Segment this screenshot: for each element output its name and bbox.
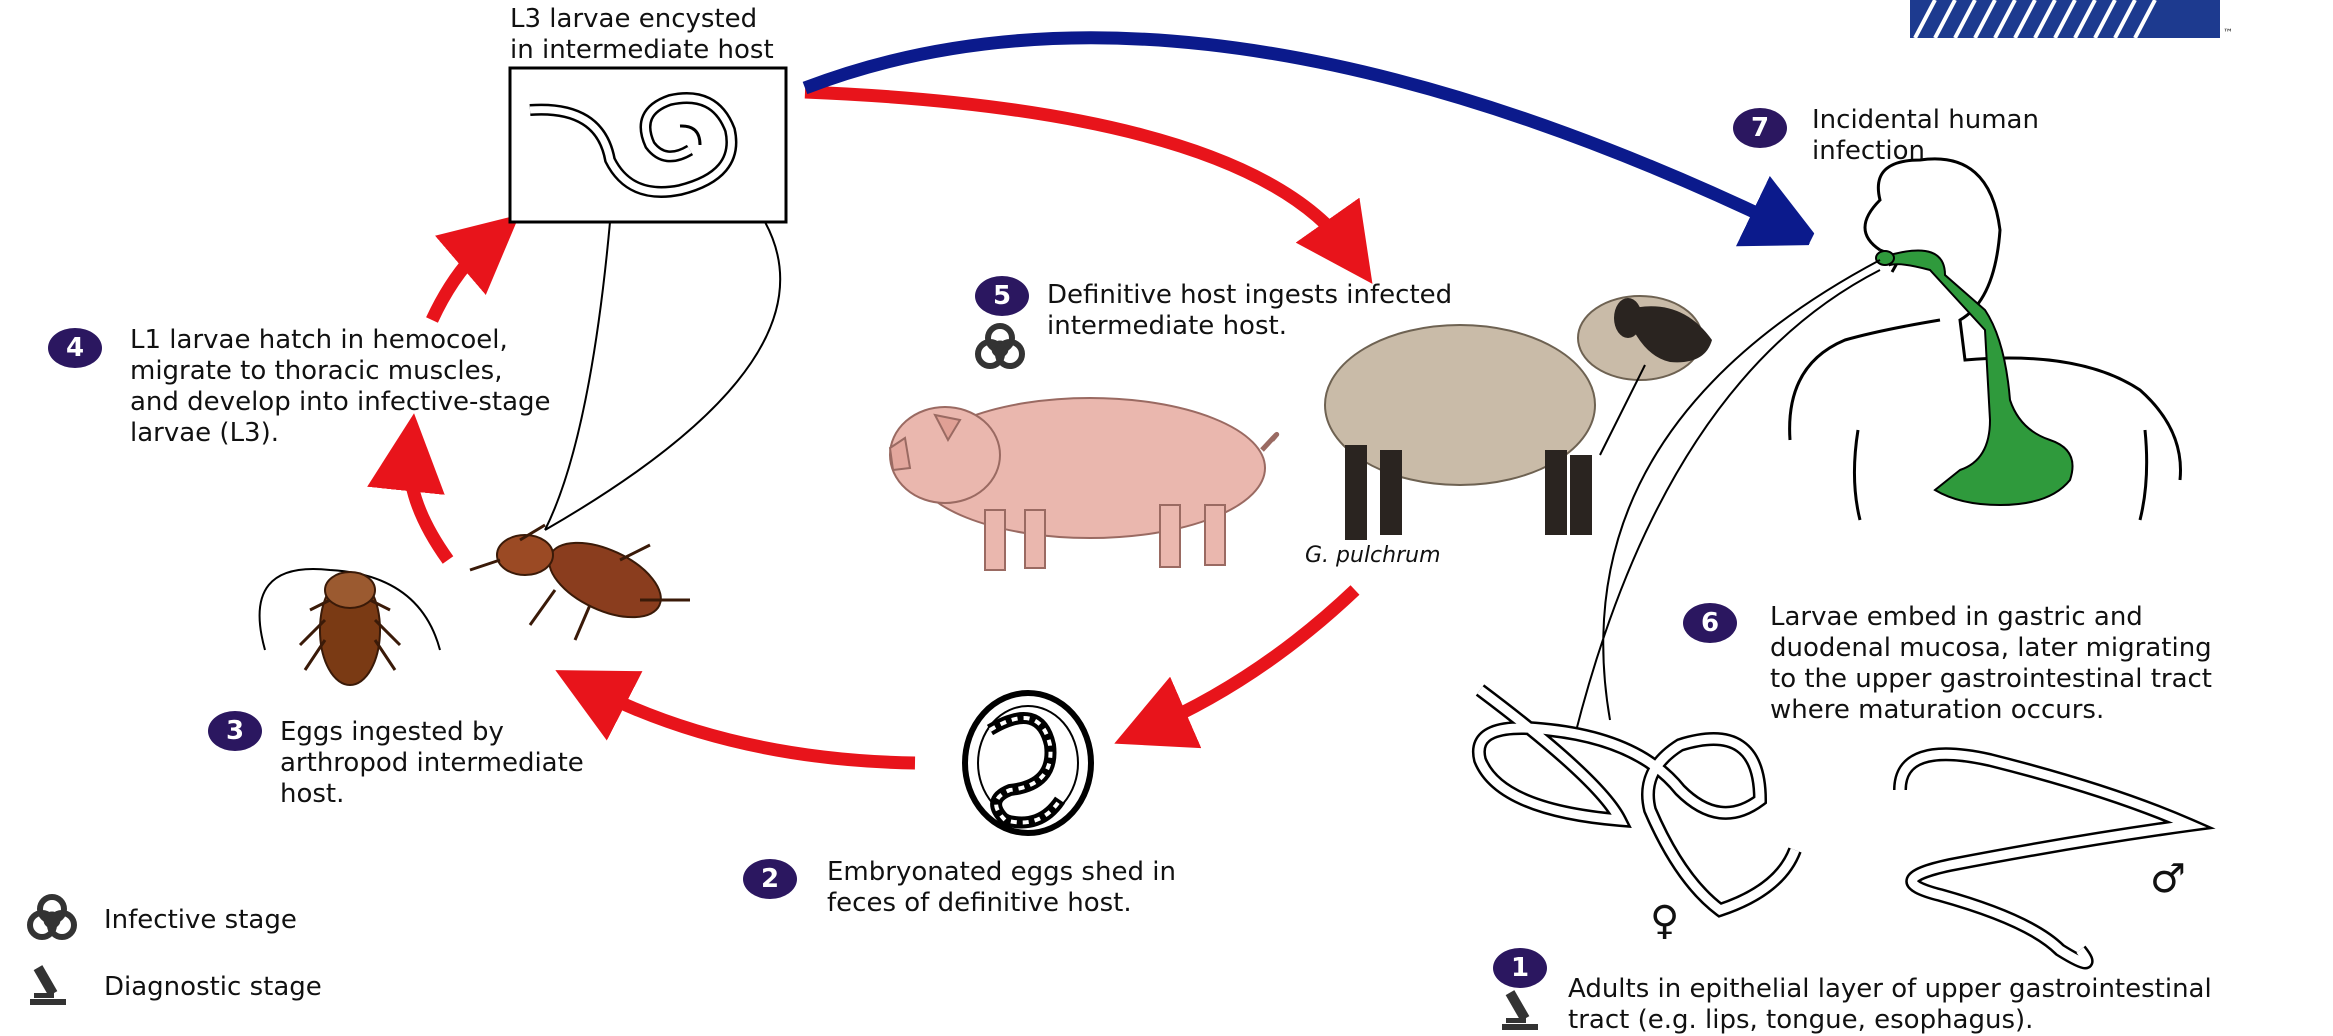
adult-worms-illustration (1479, 690, 2190, 963)
step-badge-7: 7 (1733, 108, 1787, 148)
legend-infective-label: Infective stage (104, 905, 297, 936)
step-badge-1: 1 (1493, 948, 1547, 988)
step-3-text: Eggs ingested by arthropod intermediate … (280, 717, 584, 810)
step5-biohazard-icon (978, 326, 1022, 366)
logo-fragment (1910, 0, 2220, 38)
red-arrow-4-to-l3 (432, 240, 490, 320)
red-arrow-2-to-3 (590, 688, 915, 763)
l3-box-label: L3 larvae encysted in intermediate host (510, 4, 774, 66)
step-badge-5: 5 (975, 276, 1029, 316)
beetle-illustration (470, 525, 690, 640)
step-6-text: Larvae embed in gastric and duodenal muc… (1770, 602, 2212, 726)
egg-illustration (965, 693, 1091, 833)
step-2-text: Embryonated eggs shed in feces of defini… (827, 857, 1176, 919)
step-badge-4: 4 (48, 328, 102, 368)
step-5-text: Definitive host ingests infected interme… (1047, 280, 1452, 342)
red-arrow-3-to-4 (409, 452, 448, 560)
step-badge-6: 6 (1683, 603, 1737, 643)
l3-larva-box (510, 68, 786, 222)
callout-line-box-to-beetle (545, 222, 780, 530)
red-arrow-5-to-2 (1150, 590, 1355, 728)
step-badge-2: 2 (743, 859, 797, 899)
step-1-text: Adults in epithelial layer of upper gast… (1568, 974, 2212, 1036)
red-arrow-l3-to-5 (805, 92, 1350, 252)
cockroach-illustration (260, 569, 440, 685)
biohazard-icon (30, 897, 74, 937)
step-4-text: L1 larvae hatch in hemocoel, migrate to … (130, 325, 551, 449)
step1-microscope-icon (1502, 990, 1538, 1030)
digestive-tract-illustration (1876, 251, 2073, 506)
species-label: G. pulchrum (1305, 540, 1441, 571)
female-symbol: ♀ (1650, 900, 1679, 942)
step-7-text: Incidental human infection (1812, 105, 2039, 167)
step-badge-3: 3 (208, 711, 262, 751)
trademark-symbol: ™ (2223, 28, 2233, 40)
male-symbol: ♂ (2150, 858, 2186, 900)
microscope-icon (30, 965, 66, 1005)
pig-illustration (890, 398, 1277, 570)
legend-diagnostic-label: Diagnostic stage (104, 972, 322, 1003)
